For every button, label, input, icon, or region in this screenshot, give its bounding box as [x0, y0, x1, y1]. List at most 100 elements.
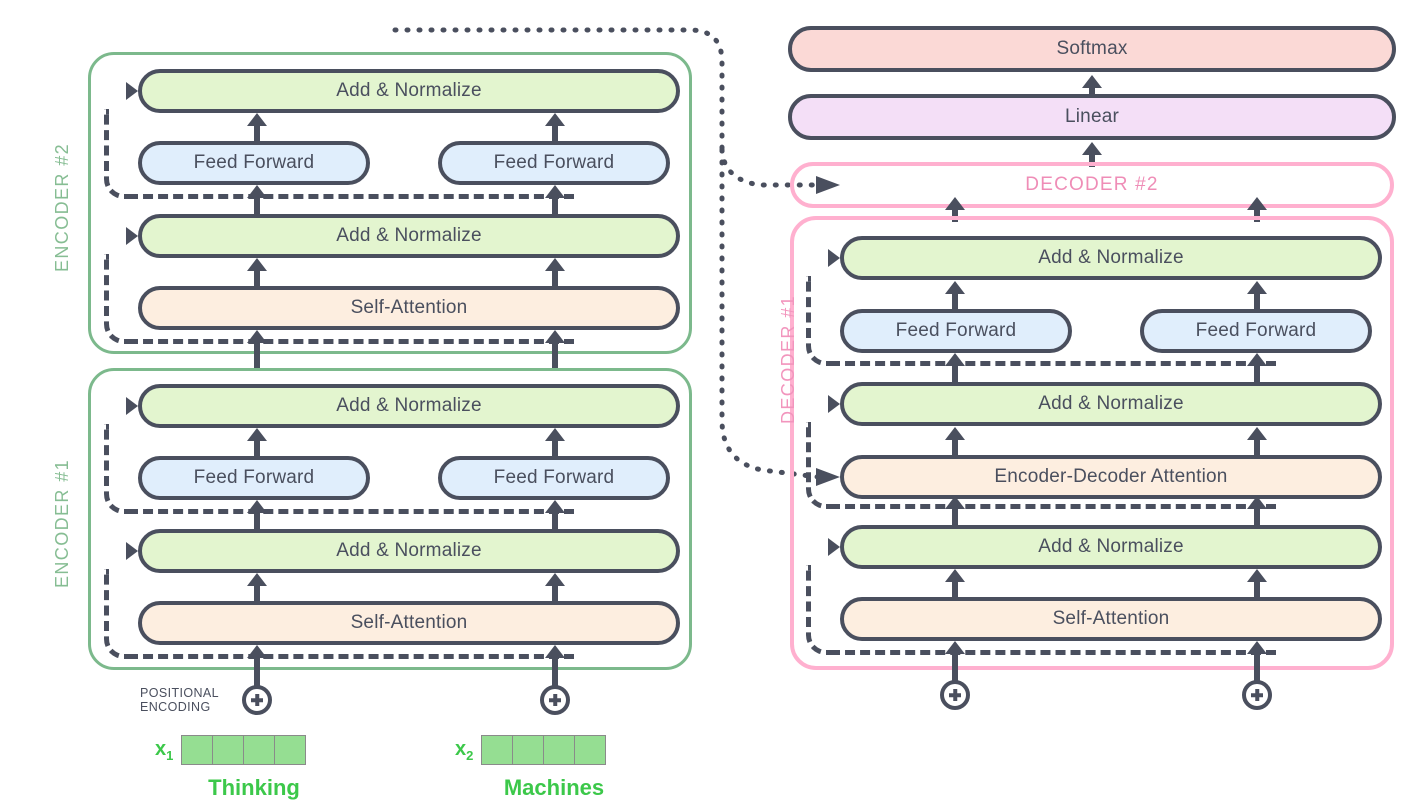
- encoder1-add-norm-bottom[interactable]: Add & Normalize: [138, 529, 680, 573]
- encoder2-self-attention[interactable]: Self-Attention: [138, 286, 680, 330]
- decoder1-residual-ff: [806, 249, 1276, 366]
- encoder2-feed-forward-right[interactable]: Feed Forward: [438, 141, 670, 185]
- embedding-cell: [213, 736, 245, 764]
- encoder-1-frame: [88, 368, 692, 670]
- embedding-cell: [513, 736, 545, 764]
- arrow-up: [952, 364, 958, 382]
- arrow-up: [1254, 652, 1260, 686]
- encoder-2-label: ENCODER #2: [52, 142, 72, 272]
- embedding-cell: [482, 736, 514, 764]
- block-label: Linear: [1064, 106, 1120, 127]
- arrow-up: [1254, 292, 1260, 309]
- decoder-1-label: DECODER #1: [778, 294, 798, 424]
- linear-block[interactable]: Linear: [788, 94, 1396, 140]
- encoder-2-frame: [88, 52, 692, 354]
- block-label: Add & Normalize: [336, 225, 482, 246]
- arrow-up: [552, 511, 558, 529]
- arrow-up: [1089, 153, 1095, 167]
- arrow-up: [952, 580, 958, 597]
- block-label: Add & Normalize: [336, 540, 482, 561]
- embedding-cell: [182, 736, 214, 764]
- encoder1-self-attention[interactable]: Self-Attention: [138, 601, 680, 645]
- encoder2-feed-forward-left[interactable]: Feed Forward: [138, 141, 370, 185]
- block-label: Add & Normalize: [336, 80, 482, 101]
- embedding-vector-x1: [181, 735, 307, 765]
- block-label: Self-Attention: [350, 297, 468, 318]
- plus-circle-icon: [1242, 680, 1272, 710]
- arrow-up: [254, 439, 260, 456]
- decoder1-add-norm-bottom[interactable]: Add & Normalize: [840, 525, 1382, 569]
- arrow-up: [952, 208, 958, 222]
- arrow-up: [552, 656, 558, 692]
- block-label: Self-Attention: [350, 612, 468, 633]
- softmax-block[interactable]: Softmax: [788, 26, 1396, 72]
- block-label: Encoder-Decoder Attention: [994, 466, 1228, 487]
- embedding-cell: [575, 736, 606, 764]
- arrow-up: [254, 656, 260, 692]
- encoder2-add-norm-bottom[interactable]: Add & Normalize: [138, 214, 680, 258]
- arrow-up: [1254, 208, 1260, 222]
- plus-circle-icon: [940, 680, 970, 710]
- encoder1-residual-lower: [104, 542, 574, 659]
- decoder-2-label: DECODER #2: [1025, 174, 1159, 195]
- plus-circle-icon: [242, 685, 272, 715]
- arrow-up: [254, 124, 260, 141]
- encoder-1-label: ENCODER #1: [52, 458, 72, 588]
- arrow-up: [1254, 507, 1260, 525]
- arrow-up: [552, 124, 558, 141]
- block-label: Add & Normalize: [1038, 247, 1184, 268]
- embedding-x2: x2: [455, 735, 607, 765]
- block-label: Add & Normalize: [336, 395, 482, 416]
- encoder1-add-norm-top[interactable]: Add & Normalize: [138, 384, 680, 428]
- block-label: Feed Forward: [493, 152, 615, 173]
- decoder1-residual-encdec: [806, 395, 1276, 509]
- arrow-up: [552, 196, 558, 214]
- arrow-up: [1254, 364, 1260, 382]
- block-label: Feed Forward: [1195, 320, 1317, 341]
- arrow-up: [1254, 438, 1260, 455]
- decoder1-encoder-decoder-attention[interactable]: Encoder-Decoder Attention: [840, 455, 1382, 499]
- embedding-cell: [544, 736, 576, 764]
- arrow-up: [552, 269, 558, 286]
- decoder-2-frame[interactable]: DECODER #2: [790, 162, 1394, 208]
- arrow-up: [952, 438, 958, 455]
- arrow-up: [952, 652, 958, 686]
- input-word-1: Thinking: [208, 775, 300, 800]
- plus-circle-icon: [540, 685, 570, 715]
- arrow-up: [552, 341, 558, 371]
- decoder1-self-attention[interactable]: Self-Attention: [840, 597, 1382, 641]
- embedding-x1: x1: [155, 735, 307, 765]
- arrow-up: [552, 584, 558, 601]
- embedding-tag-x2: x2: [455, 737, 474, 763]
- decoder-1-frame: [790, 216, 1394, 670]
- decoder1-feed-forward-right[interactable]: Feed Forward: [1140, 309, 1372, 353]
- decoder1-add-norm-middle[interactable]: Add & Normalize: [840, 382, 1382, 426]
- block-label: Feed Forward: [193, 152, 315, 173]
- arrow-up: [952, 292, 958, 309]
- embedding-tag-x1: x1: [155, 737, 174, 763]
- pe-label-line1: POSITIONAL: [140, 686, 220, 700]
- arrow-up: [1254, 580, 1260, 597]
- embedding-cell: [275, 736, 306, 764]
- block-label: Feed Forward: [493, 467, 615, 488]
- arrow-up: [254, 511, 260, 529]
- block-label: Feed Forward: [193, 467, 315, 488]
- arrow-up: [1089, 86, 1095, 100]
- arrow-up: [952, 507, 958, 525]
- arrow-up: [254, 584, 260, 601]
- decoder1-feed-forward-left[interactable]: Feed Forward: [840, 309, 1072, 353]
- encoder2-residual-lower: [104, 227, 574, 344]
- arrow-up: [254, 269, 260, 286]
- decoder1-residual-selfattn: [806, 538, 1276, 655]
- pe-label-line2: ENCODING: [140, 700, 211, 714]
- encoder2-add-norm-top[interactable]: Add & Normalize: [138, 69, 680, 113]
- encoder1-feed-forward-left[interactable]: Feed Forward: [138, 456, 370, 500]
- block-label: Softmax: [1056, 38, 1128, 59]
- encoder1-feed-forward-right[interactable]: Feed Forward: [438, 456, 670, 500]
- positional-encoding-label: POSITIONAL ENCODING: [140, 686, 230, 714]
- encoder2-residual-upper: [104, 82, 574, 199]
- decoder1-add-norm-top[interactable]: Add & Normalize: [840, 236, 1382, 280]
- block-label: Self-Attention: [1052, 608, 1170, 629]
- input-word-2: Machines: [503, 775, 605, 800]
